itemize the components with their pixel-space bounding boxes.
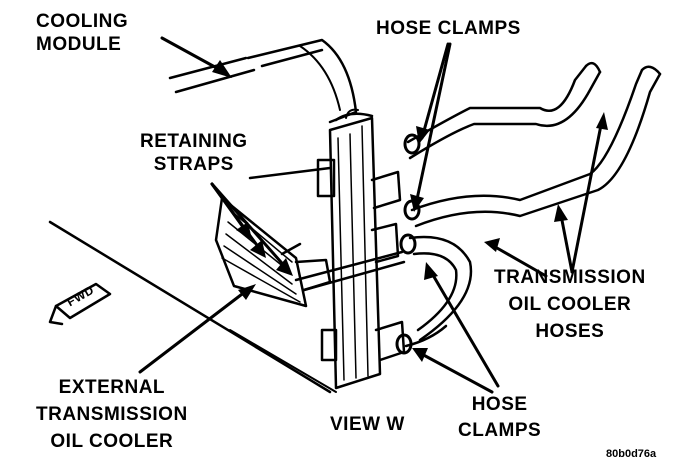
label-line: EXTERNAL	[58, 377, 166, 398]
fwd-arrow-icon	[48, 282, 112, 326]
label-cooling-module: COOLING MODULE	[36, 10, 128, 56]
label-line: OIL COOLER	[50, 431, 174, 452]
hose-clamps	[395, 133, 421, 355]
label-hose-clamps-bottom: HOSE CLAMPS	[458, 392, 541, 444]
label-line: HOSES	[535, 321, 605, 342]
label-line: TRANSMISSION	[36, 404, 188, 425]
label-line: OIL COOLER	[508, 294, 632, 315]
label-transmission-oil-cooler-hoses: TRANSMISSION OIL COOLER HOSES	[494, 264, 646, 345]
label-hose-clamps-top: HOSE CLAMPS	[376, 18, 521, 39]
label-line: COOLING	[36, 11, 129, 32]
label-line: HOSE	[471, 394, 528, 415]
label-line: CLAMPS	[458, 420, 542, 441]
label-line: RETAINING	[140, 131, 248, 152]
label-retaining-straps: RETAINING STRAPS	[140, 130, 248, 176]
label-external-transmission-oil-cooler: EXTERNAL TRANSMISSION OIL COOLER	[36, 374, 188, 455]
figure-code: 80b0d76a	[606, 448, 657, 460]
frame-rail	[48, 220, 332, 394]
cooling-module	[168, 38, 358, 124]
external-transmission-oil-cooler	[214, 196, 332, 308]
radiator	[316, 108, 406, 390]
label-line: MODULE	[36, 34, 122, 55]
callout-arrows	[138, 36, 604, 394]
label-view-w: VIEW W	[330, 414, 405, 435]
arrow-heads	[212, 60, 608, 362]
label-line: TRANSMISSION	[494, 267, 646, 288]
label-line: STRAPS	[153, 154, 234, 175]
